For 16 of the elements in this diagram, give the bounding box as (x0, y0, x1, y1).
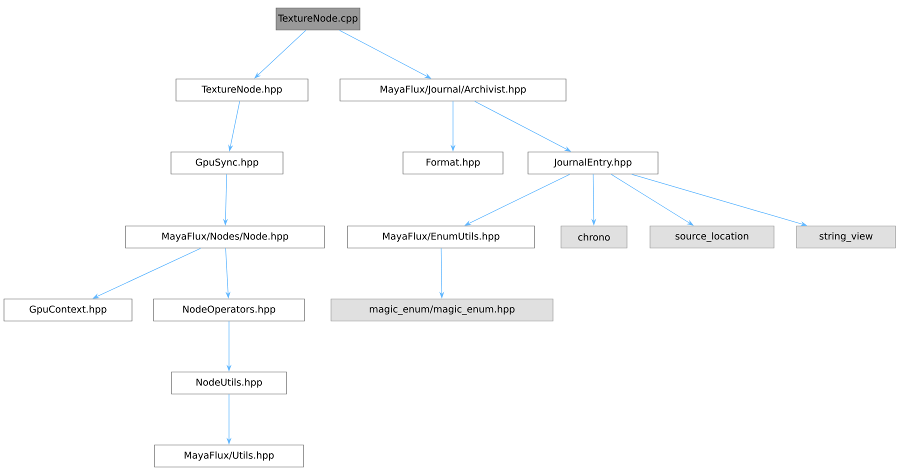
file-box: MayaFlux/EnumUtils.hpp (347, 226, 535, 248)
file-box: MayaFlux/Journal/Archivist.hpp (340, 78, 566, 102)
file-box: string_view (796, 226, 896, 248)
file-box: Format.hpp (402, 152, 504, 174)
file-box: MayaFlux/Utils.hpp (154, 444, 304, 468)
file-box: GpuSync.hpp (170, 152, 284, 174)
file-box: magic_enum/magic_enum.hpp (330, 298, 554, 322)
file-box: NodeUtils.hpp (171, 372, 287, 394)
file-box: source_location (650, 226, 774, 248)
file-box: NodeOperators.hpp (153, 298, 305, 322)
file-box: GpuContext.hpp (4, 298, 132, 322)
file-box: TextureNode.cpp (276, 8, 360, 30)
file-box: TextureNode.hpp (176, 78, 308, 102)
file-box: JournalEntry.hpp (528, 152, 658, 174)
file-box: chrono (560, 226, 628, 248)
file-box: MayaFlux/Nodes/Node.hpp (125, 226, 325, 248)
